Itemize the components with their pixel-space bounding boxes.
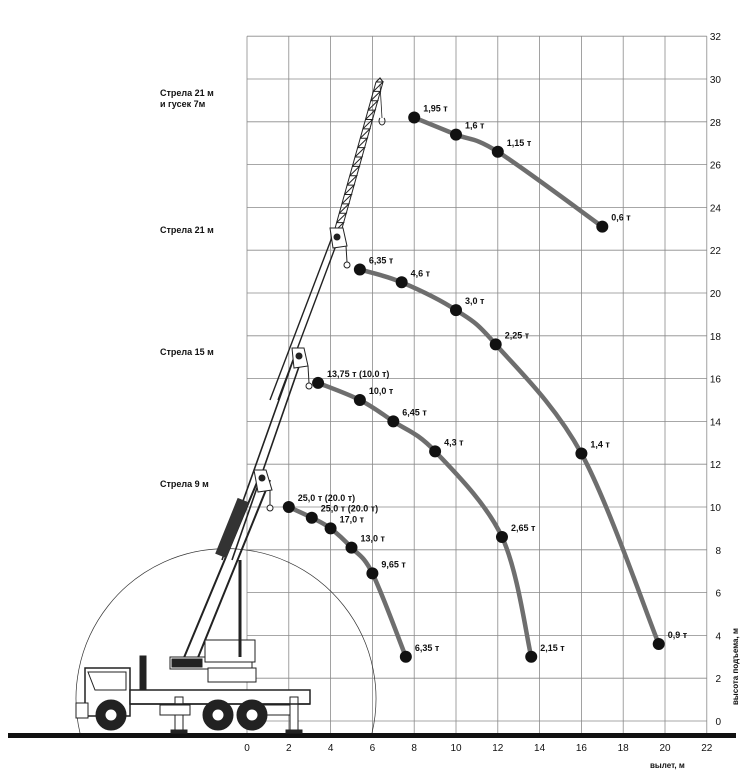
telescopic-boom <box>182 231 342 661</box>
x-tick-label: 18 <box>618 743 630 754</box>
load-point-label: 4,3 т <box>444 437 464 447</box>
load-point-label: 2,15 т <box>540 643 565 653</box>
load-point <box>353 394 366 406</box>
load-point-label: 1,6 т <box>465 121 485 131</box>
y-tick-label: 28 <box>710 118 722 129</box>
x-axis-label: вылет, м <box>650 761 685 770</box>
crane-turret <box>169 560 257 683</box>
boom-label-jib-line1: Стрела 21 м <box>160 88 214 98</box>
x-tick-label: 12 <box>492 743 504 754</box>
boom-label-15m: Стрела 15 м <box>160 347 214 357</box>
y-tick-label: 18 <box>710 332 722 343</box>
load-point <box>408 111 421 124</box>
load-point <box>399 650 412 663</box>
load-point-label: 6,35 т <box>415 643 440 653</box>
load-point <box>395 276 408 289</box>
load-point <box>305 511 318 524</box>
load-point-label: 2,65 т <box>511 523 536 533</box>
y-tick-label: 26 <box>710 161 722 172</box>
load-curve <box>286 504 409 660</box>
boom-label-jib: Стрела 21 м и гусек 7м <box>160 88 216 109</box>
chart-grid <box>246 35 708 733</box>
x-tick-label: 2 <box>286 743 292 754</box>
y-tick-label: 24 <box>710 203 722 214</box>
load-point-label: 4,6 т <box>411 268 431 278</box>
load-point <box>312 376 325 389</box>
y-tick-label: 30 <box>710 75 722 86</box>
y-tick-label: 2 <box>715 674 721 685</box>
crane-truck-drawing <box>75 77 386 734</box>
y-tick-label: 4 <box>715 631 721 642</box>
load-point-label: 1,95 т <box>423 104 448 114</box>
load-point <box>495 530 508 543</box>
load-point-label: 6,45 т <box>402 407 427 417</box>
y-tick-label: 10 <box>710 503 722 514</box>
truck-wheels <box>95 699 268 731</box>
load-point-label: 6,35 т <box>369 255 394 265</box>
load-point <box>489 338 502 351</box>
boom-head-15m <box>291 347 313 390</box>
x-tick-label: 6 <box>370 743 376 754</box>
load-point-label: 0,9 т <box>668 630 688 640</box>
x-tick-label: 10 <box>450 743 462 754</box>
x-tick-label: 8 <box>411 743 417 754</box>
load-point-label: 17,0 т <box>340 514 365 524</box>
load-point-label: 2,25 т <box>505 330 530 340</box>
load-point <box>353 263 366 276</box>
x-tick-label: 4 <box>328 743 334 754</box>
truck-chassis <box>75 655 311 734</box>
load-curve <box>411 115 605 229</box>
x-tick-label: 20 <box>659 743 671 754</box>
load-point <box>525 650 538 663</box>
y-tick-label: 8 <box>715 546 721 557</box>
y-tick-label: 6 <box>715 589 721 600</box>
boom-label-21m: Стрела 21 м <box>160 225 214 235</box>
y-tick-label: 32 <box>710 32 722 43</box>
y-tick-label: 0 <box>715 717 721 728</box>
boom-label-jib-line2: и гусек 7м <box>160 99 206 109</box>
load-point-label: 1,15 т <box>507 138 532 148</box>
load-point-label: 0,6 т <box>611 213 631 223</box>
boom-head-9m <box>253 469 274 512</box>
load-point <box>575 447 588 460</box>
load-point <box>429 445 442 458</box>
load-point <box>366 567 379 580</box>
x-tick-label: 16 <box>576 743 588 754</box>
load-point <box>345 541 358 554</box>
y-tick-label: 12 <box>710 460 722 471</box>
y-axis-label: высота подъема, м <box>731 628 740 705</box>
load-points: 25,0 т (20.0 т)25,0 т (20.0 т)17,0 т13,0… <box>282 104 688 663</box>
y-tick-label: 22 <box>710 246 722 257</box>
load-point-label: 13,0 т <box>361 534 386 544</box>
load-point <box>596 220 609 233</box>
y-tick-label: 20 <box>710 289 722 300</box>
load-point-label: 9,65 т <box>381 559 406 569</box>
load-point <box>450 304 462 317</box>
load-point <box>652 637 665 650</box>
boom-label-9m: Стрела 9 м <box>160 479 209 489</box>
load-point <box>491 145 504 158</box>
boom-head-21m <box>329 227 351 269</box>
load-point <box>450 128 462 141</box>
load-point-label: 13,75 т (10.0 т) <box>327 369 389 379</box>
x-tick-label: 0 <box>244 743 250 754</box>
load-point-label: 1,4 т <box>590 440 610 450</box>
x-tick-label: 14 <box>534 743 546 754</box>
load-point-label: 10,0 т <box>369 386 394 396</box>
load-point <box>387 415 400 428</box>
x-tick-label: 22 <box>701 743 713 754</box>
jib-lattice <box>333 77 386 233</box>
load-curve <box>357 267 661 647</box>
load-point-label: 25,0 т (20.0 т) <box>298 493 355 503</box>
load-point-label: 3,0 т <box>465 296 485 306</box>
ground-line <box>8 733 736 738</box>
load-curves <box>286 115 661 660</box>
load-point <box>282 501 295 513</box>
y-tick-label: 14 <box>710 417 722 428</box>
load-point <box>324 522 337 535</box>
y-tick-label: 16 <box>710 375 722 386</box>
load-point-label: 25,0 т (20.0 т) <box>321 504 378 514</box>
